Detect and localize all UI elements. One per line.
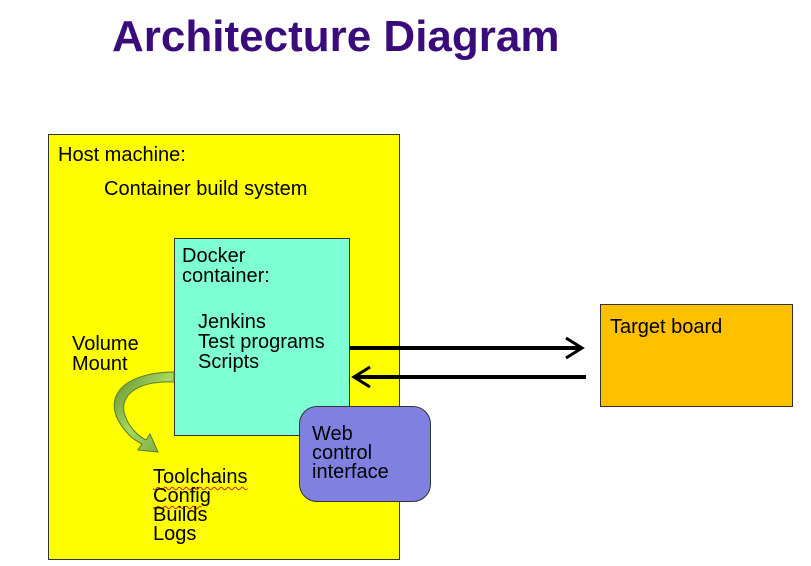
docker-title-line: Docker	[182, 245, 246, 267]
volume-mount-arrow	[113, 371, 175, 453]
web-control-interface-label: Web control interface	[312, 423, 389, 483]
docker-item-jenkins: Jenkins	[198, 311, 266, 333]
volume-mount-line: Volume	[72, 333, 139, 355]
host-files-list: Toolchains Config Builds Logs	[153, 466, 248, 545]
file-item-toolchains: Toolchains	[153, 466, 248, 488]
volume-mount-label: Volume Mount	[72, 334, 139, 374]
web-interface-line: control	[312, 442, 373, 464]
container-build-system-label: Container build system	[104, 178, 308, 200]
file-item-config: Config	[153, 485, 211, 507]
arrow-from-target	[351, 365, 586, 389]
target-board-box	[600, 304, 793, 407]
docker-container-box	[174, 238, 350, 436]
diagram-title: Architecture Diagram	[112, 12, 560, 61]
web-interface-line: interface	[312, 461, 389, 483]
arrow-to-target	[350, 336, 585, 360]
web-interface-line: Web	[312, 423, 353, 445]
file-item-logs: Logs	[153, 523, 197, 545]
volume-mount-line: Mount	[72, 353, 128, 375]
docker-container-title: Docker container:	[182, 246, 270, 286]
docker-items-list: Jenkins Test programs Scripts	[198, 312, 325, 372]
target-board-label: Target board	[610, 316, 723, 338]
docker-item-scripts: Scripts	[198, 351, 260, 373]
docker-title-line: container:	[182, 265, 270, 287]
host-machine-label: Host machine:	[58, 144, 186, 166]
docker-item-test-programs: Test programs	[198, 331, 325, 353]
file-item-builds: Builds	[153, 504, 208, 526]
web-control-interface-box	[299, 406, 431, 502]
